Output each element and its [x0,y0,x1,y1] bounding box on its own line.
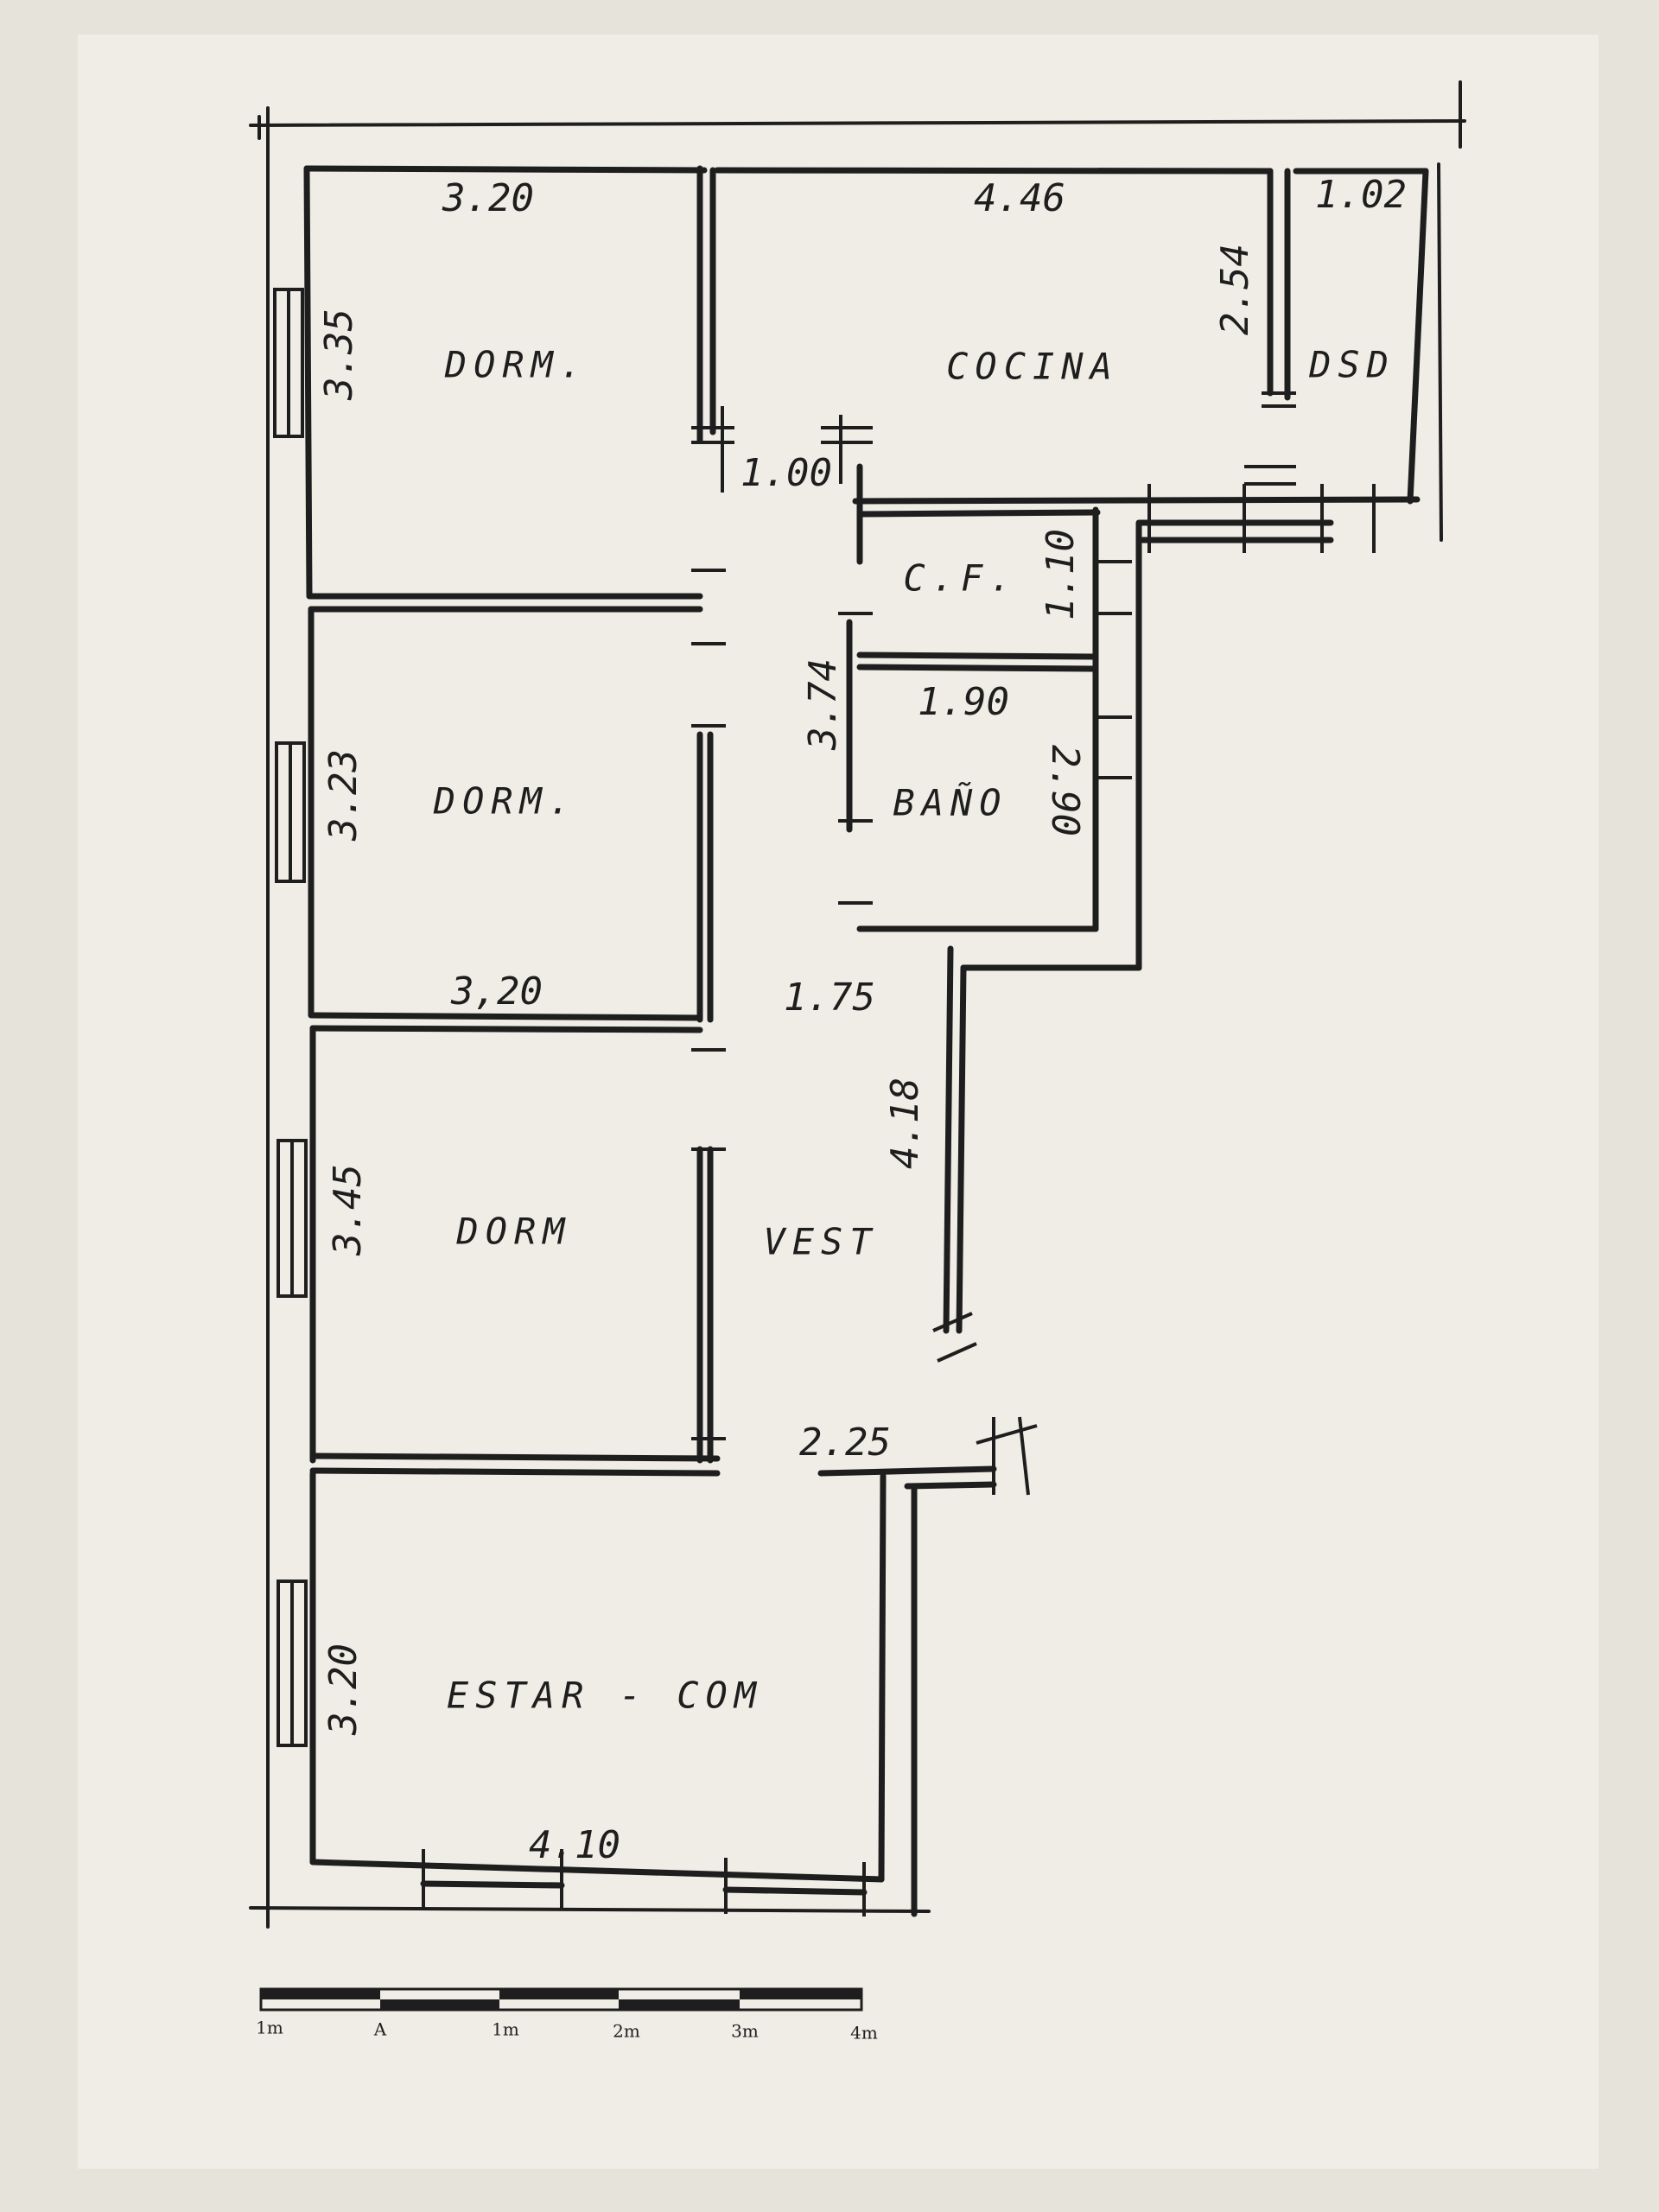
dim-bano-width: 1.90 [918,680,1009,724]
dim-estar-height: 3.20 [321,1643,365,1736]
dimension-labels: 3.20 4.46 1.02 3.35 2.54 1.00 1.10 1.90 … [317,173,1407,1867]
scale-label-1: A [373,2019,387,2040]
dim-estar-width-top: 2.25 [799,1421,891,1465]
room-label-dorm-low: DORM [455,1211,571,1253]
dim-vest-height: 4.18 [883,1077,927,1169]
dim-bano-height: 2.90 [1043,745,1087,836]
dim-cocina-height: 2.54 [1213,244,1257,335]
room-label-bano: BAÑO [893,781,1007,824]
room-label-dsd: DSD [1308,344,1395,386]
dim-bano-side: 3.74 [801,658,845,751]
dim-estar-width: 4.10 [529,1823,620,1867]
dim-dorm-mid-height: 3.23 [321,749,365,842]
room-label-vest: VEST [763,1221,878,1263]
dim-dorm-top-height: 3.35 [317,308,361,401]
scale-label-4: 3m [731,2021,759,2042]
room-label-dorm-mid: DORM. [433,780,577,823]
scale-bar: 1m A 1m 2m 3m 4m [256,1987,878,2044]
dim-cf-height: 1.10 [1039,529,1083,620]
room-label-cocina: COCINA [946,346,1119,388]
dim-dsd-width: 1.02 [1315,173,1407,217]
dim-dorm-top-width: 3.20 [442,176,534,220]
dim-dorm-mid-width: 3,20 [450,969,543,1014]
room-label-estar-com: ESTAR - COM [447,1675,763,1717]
dim-cocina-width: 4.46 [974,176,1065,220]
openings [273,288,1376,1916]
walls [303,165,1429,1917]
dim-door-width: 1.00 [741,451,832,495]
scale-label-3: 2m [613,2021,640,2042]
room-labels: DORM. COCINA DSD C.F. BAÑO DORM. DORM VE… [433,344,1395,1717]
paper-sheet [78,35,1599,2169]
scale-label-2: 1m [492,2019,519,2040]
room-label-dorm-top: DORM. [444,344,588,386]
dim-vest-width: 1.75 [784,976,875,1020]
scale-label-5: 4m [850,2023,878,2044]
dim-dorm-low-height: 3.45 [326,1164,370,1256]
scale-label-0: 1m [256,2018,283,2038]
room-label-cf: C.F. [903,557,1018,600]
outer-frame [249,80,1466,1929]
